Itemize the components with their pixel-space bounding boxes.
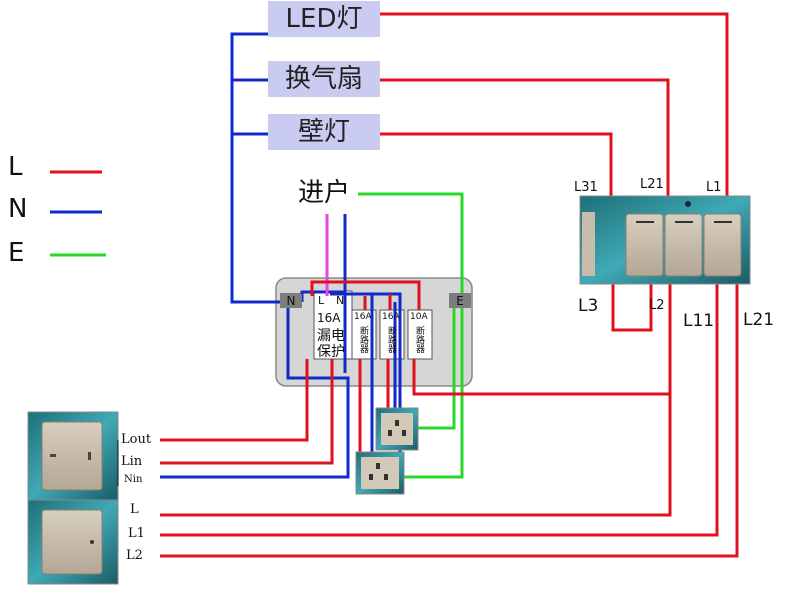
neutral-wires bbox=[160, 32, 402, 479]
left-label-l1: L1 bbox=[128, 526, 145, 541]
led-lamp-label: LED灯 bbox=[268, 1, 380, 37]
earth-wires bbox=[358, 192, 464, 479]
left-label-lin: Lin bbox=[121, 454, 143, 469]
rcd-l-label: L bbox=[318, 294, 325, 307]
switch-bottom-l2: L2 bbox=[649, 298, 665, 313]
switch-top-l21: L21 bbox=[640, 177, 664, 192]
left-switch-upper bbox=[27, 411, 119, 501]
socket-lower bbox=[355, 451, 405, 495]
legend-live-label: L bbox=[8, 152, 23, 182]
terminal-n-label: N bbox=[280, 294, 302, 308]
rcd-name-1: 漏电 bbox=[317, 328, 345, 344]
triple-switch-key-1 bbox=[625, 213, 664, 277]
breaker2-name: 断路器 bbox=[386, 326, 396, 353]
rcd-name-2: 保护 bbox=[317, 344, 345, 360]
fan-label: 换气扇 bbox=[268, 61, 380, 97]
breaker1-name: 断路器 bbox=[358, 326, 368, 353]
breaker3-name: 断路器 bbox=[414, 326, 424, 353]
left-label-nin: Nin bbox=[124, 474, 143, 485]
terminal-e-label: E bbox=[449, 294, 471, 308]
breaker3-rating: 10A bbox=[410, 312, 428, 322]
triple-switch-key-3 bbox=[703, 213, 742, 277]
socket-upper bbox=[375, 407, 419, 451]
switch-bottom-l21: L21 bbox=[743, 310, 775, 330]
service-entry-label: 进户 bbox=[298, 178, 351, 208]
left-label-l2: L2 bbox=[126, 548, 143, 563]
breaker1-rating: 16A bbox=[354, 312, 372, 322]
rcd-n-label: N bbox=[336, 294, 345, 307]
legend-earth-label: E bbox=[8, 238, 25, 268]
switch-top-l1: L1 bbox=[706, 180, 722, 195]
wall-lamp-label: 壁灯 bbox=[268, 114, 380, 150]
switch-bottom-l11: L11 bbox=[683, 311, 715, 331]
rcd-rating: 16A bbox=[317, 311, 341, 325]
left-label-l: L bbox=[130, 502, 139, 517]
triple-switch-panel bbox=[579, 195, 751, 285]
live-wires bbox=[160, 12, 739, 558]
left-label-lout: Lout bbox=[121, 432, 152, 447]
legend-neutral-label: N bbox=[8, 194, 28, 224]
switch-top-l31: L31 bbox=[574, 180, 598, 195]
switch-bottom-l3: L3 bbox=[578, 296, 599, 316]
breaker2-rating: 16A bbox=[382, 312, 400, 322]
left-switch-lower bbox=[27, 499, 119, 585]
triple-switch-key-2 bbox=[664, 213, 703, 277]
